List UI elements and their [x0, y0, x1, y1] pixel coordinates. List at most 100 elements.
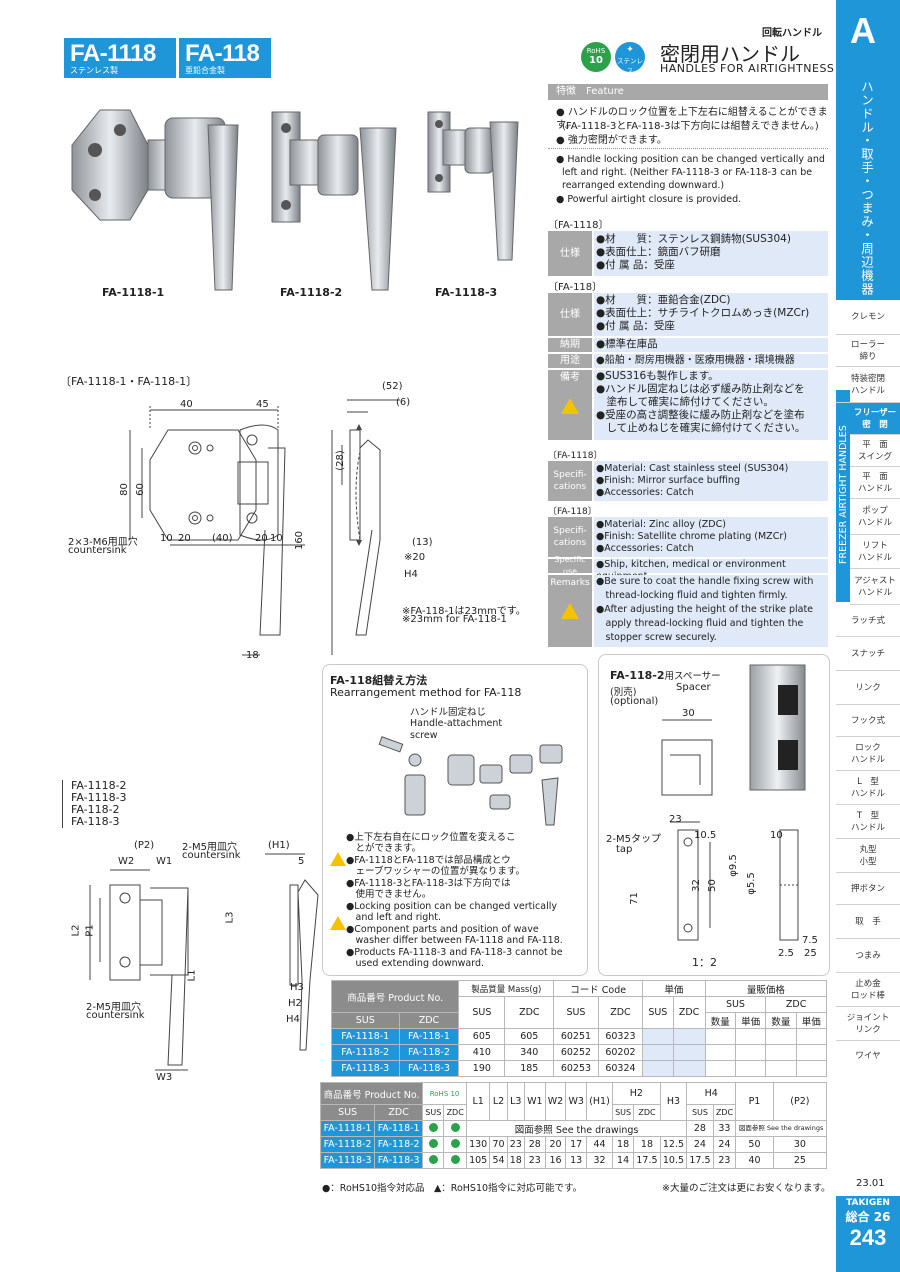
d1-60: 60 — [134, 483, 146, 496]
en-remarks-label: Remarks — [548, 575, 592, 647]
drawing2-title: FA-1118-2 FA-1118-3 FA-118-2 FA-118-3 — [62, 780, 127, 828]
model-sus: FA-1118 — [70, 40, 156, 67]
sidebar-item-link[interactable]: リンク — [836, 671, 900, 705]
sp-75: 7.5 — [802, 935, 818, 946]
d1-10b: 10 — [270, 533, 283, 544]
rohs-dot-icon — [428, 1122, 438, 1132]
hole-en: countersink — [68, 545, 127, 556]
sidebar-item-swing[interactable]: 平 面 スイング — [850, 435, 900, 467]
title-en: HANDLES FOR AIRTIGHTNESS — [660, 62, 835, 75]
sp-25b: 25 — [804, 948, 817, 959]
d2-w2: W2 — [118, 856, 135, 867]
photo-fa-1118-3 — [427, 111, 519, 261]
d2-5: 5 — [298, 856, 305, 867]
d2-h2: H2 — [288, 998, 302, 1009]
sidebar-item-rod[interactable]: 止め金 ロッド棒 — [836, 973, 900, 1007]
d1-28: (28) — [334, 450, 346, 471]
use-label: 用途 — [548, 354, 592, 368]
rohs-dot-icon — [450, 1122, 460, 1132]
d2-l1: L1 — [186, 969, 198, 982]
d1-10: 10 — [160, 533, 173, 544]
d1-18: 18 — [246, 650, 259, 661]
sidebar-item-pop[interactable]: ポップ ハンドル — [850, 499, 900, 535]
rohs-dot-icon — [428, 1154, 438, 1164]
rearrange-title-en: Rearrangement method for FA-118 — [330, 686, 522, 699]
model-zdc-sub: 亜鉛合金製 — [185, 66, 225, 75]
sidebar-vertical-en — [836, 390, 850, 602]
sidebar-item-l-type[interactable]: L 型 ハンドル — [836, 771, 900, 805]
drawing2 — [89, 853, 319, 1071]
sidebar-item-round[interactable]: 丸型 小型 — [836, 839, 900, 873]
spacer-drawing — [661, 664, 806, 941]
feature-en-1: ● Handle locking position can be changed… — [556, 154, 825, 165]
d2-l2: L2 — [70, 924, 82, 937]
d1-20s: ※20 — [404, 552, 426, 563]
hole-ja: 2×3-M6用皿穴 — [68, 537, 138, 548]
delivery-label: 納期 — [548, 338, 592, 352]
spec-fa118-head: 〔FA-118〕 — [548, 282, 603, 293]
sidebar-item-latch[interactable]: ラッチ式 — [836, 605, 900, 637]
sidebar-item-flat[interactable]: 平 面 ハンドル — [850, 467, 900, 499]
en-spec-label-2: Specifi- cations — [548, 517, 592, 557]
sidebar-item-pull[interactable]: 取 手 — [836, 905, 900, 939]
sidebar-item-cremon[interactable]: クレモン — [836, 300, 900, 335]
sp-scale: 1：2 — [692, 956, 717, 969]
sidebar-letter: A — [850, 10, 876, 51]
sidebar-item-special[interactable]: 特装密閉 ハンドル — [836, 367, 900, 403]
sidebar-item-freezer[interactable]: フリーザー 密 閉 — [850, 403, 900, 435]
drawing1-title: 〔FA-1118-1・FA-118-1〕 — [60, 375, 198, 388]
title-ja: 密閉用ハンドル — [660, 42, 800, 66]
d2-hole-ja: 2-M5用皿穴 — [182, 842, 237, 853]
product-photos — [71, 109, 519, 291]
sp-tap-en: tap — [616, 844, 633, 855]
sidebar-item-snatch[interactable]: スナッチ — [836, 637, 900, 671]
rearr-n6: ●Products FA-1118-3 and FA-118-3 cannot … — [346, 947, 563, 969]
rohs-dot-icon — [450, 1154, 460, 1164]
d1-20b: 20 — [255, 533, 268, 544]
sp-tap-ja: 2-M5タップ — [606, 834, 661, 845]
d1-13: (13) — [412, 537, 433, 548]
sp-10: 10 — [770, 830, 783, 841]
photo-fa-1118-1 — [71, 109, 239, 291]
sidebar-item-joint[interactable]: ジョイント リンク — [836, 1007, 900, 1041]
rearrange-box — [322, 664, 588, 976]
sidebar-item-lift[interactable]: リフト ハンドル — [850, 535, 900, 569]
rohs-dot-icon — [428, 1138, 438, 1148]
rearr-n4: ●Locking position can be changed vertica… — [346, 901, 557, 923]
rohs-badge: RoHS 10 — [581, 42, 611, 72]
sidebar-item-hook[interactable]: フック式 — [836, 705, 900, 737]
d2-hole2-ja: 2-M5用皿穴 — [86, 1002, 141, 1013]
d2-w3: W3 — [156, 1072, 173, 1083]
d2-h3: H3 — [290, 982, 304, 993]
category: 回転ハンドル — [762, 28, 822, 39]
model-sus-sub: ステンレス製 — [70, 66, 118, 75]
rearrange-title-ja: FA-118組替え方法 — [330, 674, 428, 687]
sidebar-item-button[interactable]: 押ボタン — [836, 873, 900, 905]
d1-20: 20 — [178, 533, 191, 544]
rearr-n2: ●FA-1118とFA-118では部品構成とウ ェーブワッシャーの位置が異なりま… — [346, 855, 525, 877]
d1-note-en: ※23mm for FA-118-1 — [402, 614, 507, 625]
sidebar-item-roller[interactable]: ローラー 締り — [836, 335, 900, 367]
sidebar-item-wire[interactable]: ワイヤ — [855, 1051, 881, 1061]
spacer-sep-en: (optional) — [610, 696, 659, 707]
spec-label-2: 仕様 — [548, 293, 592, 336]
sidebar-item-adjust[interactable]: アジャスト ハンドル — [850, 569, 900, 605]
sidebar-item-lock[interactable]: ロック ハンドル — [836, 737, 900, 771]
sidebar-item-knob[interactable]: つまみ — [836, 939, 900, 973]
delivery: ●標準在庫品 — [594, 338, 828, 352]
photo-label-1: FA-1118-1 — [102, 286, 165, 299]
sidebar-item-t-type[interactable]: T 型 ハンドル — [836, 805, 900, 839]
en-spec-fa1118-head: 〔FA-1118〕 — [548, 451, 603, 461]
rearr-n1: ●上下左右自在にロック位置を変えるこ とができます。 — [346, 832, 516, 854]
feature-ja-2: ● 強力密閉ができます。 — [556, 135, 667, 146]
feature-ja-1b: (FA-1118-3とFA-118-3は下方向には組替えできません。) — [562, 121, 819, 132]
spec-fa118: ●材 質：亜鉛合金(ZDC) ●表面仕上：サチライトクロムめっき(MZCr) ●… — [594, 293, 828, 336]
feature-en-1b: left and right. (Neither FA-1118-3 or FA… — [562, 167, 813, 178]
d2-p1: P1 — [84, 924, 96, 937]
model-zdc: FA-118 — [185, 40, 260, 67]
footer-date: 23.01 — [856, 1178, 885, 1189]
